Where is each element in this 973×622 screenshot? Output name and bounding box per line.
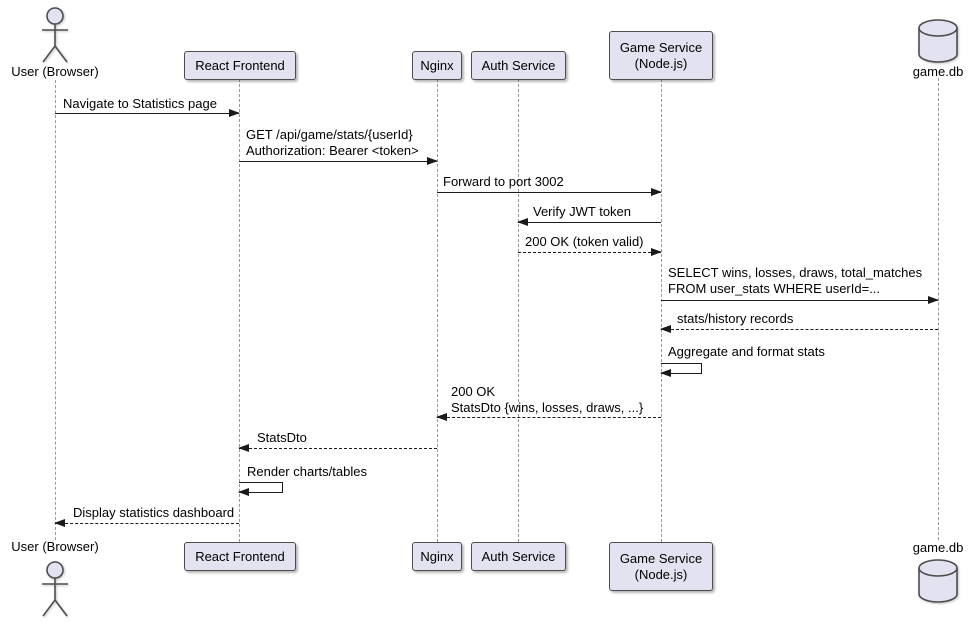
message-6-arrow [661, 296, 939, 304]
message-3-arrow [437, 188, 662, 196]
message-2-arrow [239, 157, 438, 165]
participant-db-top: game.db [912, 64, 964, 79]
lifeline-game [661, 79, 662, 542]
participant-auth-top: Auth Service [471, 51, 566, 80]
message-6-label: SELECT wins, losses, draws, total_matche… [668, 265, 923, 296]
message-7-arrow [660, 325, 938, 333]
participant-user-top: User (Browser) [11, 64, 99, 79]
message-11-label: Render charts/tables [247, 464, 367, 479]
actor-icon [42, 561, 68, 617]
database-icon [918, 559, 958, 603]
message-8-label: Aggregate and format stats [668, 344, 825, 359]
message-5-arrow [518, 248, 662, 256]
message-8-arrow [660, 369, 702, 377]
message-4-label: Verify JWT token [533, 204, 632, 219]
message-12-arrow [54, 519, 239, 527]
lifeline-auth [518, 79, 519, 542]
participant-game-bottom: Game Service (Node.js) [609, 542, 713, 591]
message-9-arrow [436, 413, 661, 421]
message-9-label: 200 OK StatsDto {wins, losses, draws, ..… [451, 384, 644, 415]
participant-nginx-bottom: Nginx [412, 542, 462, 571]
message-12-label: Display statistics dashboard [73, 505, 235, 520]
lifeline-react [239, 79, 240, 542]
participant-user-bottom: User (Browser) [11, 539, 99, 554]
message-1-arrow [55, 109, 240, 117]
database-icon [918, 19, 958, 63]
message-10-arrow [238, 444, 437, 452]
message-7-label: stats/history records [677, 311, 794, 326]
message-11-self-side [282, 482, 283, 492]
actor-icon [42, 7, 68, 63]
message-2-label: GET /api/game/stats/{userId} Authorizati… [246, 127, 419, 158]
message-3-label: Forward to port 3002 [443, 174, 564, 189]
lifeline-nginx [437, 79, 438, 542]
participant-game-top: Game Service (Node.js) [609, 31, 713, 80]
message-11-self-top [239, 482, 283, 483]
participant-nginx-top: Nginx [412, 51, 462, 80]
message-1-label: Navigate to Statistics page [63, 96, 217, 111]
participant-react-top: React Frontend [184, 51, 296, 80]
message-10-label: StatsDto [257, 430, 307, 445]
message-5-label: 200 OK (token valid) [525, 234, 644, 249]
lifeline-user [55, 80, 56, 540]
participant-db-bottom: game.db [912, 540, 964, 555]
participant-react-bottom: React Frontend [184, 542, 296, 571]
participant-auth-bottom: Auth Service [471, 542, 566, 571]
message-8-self-side [701, 363, 702, 373]
message-8-self-top [661, 363, 702, 364]
message-4-arrow [517, 218, 661, 226]
message-11-arrow [238, 488, 283, 496]
lifeline-db [938, 78, 939, 540]
